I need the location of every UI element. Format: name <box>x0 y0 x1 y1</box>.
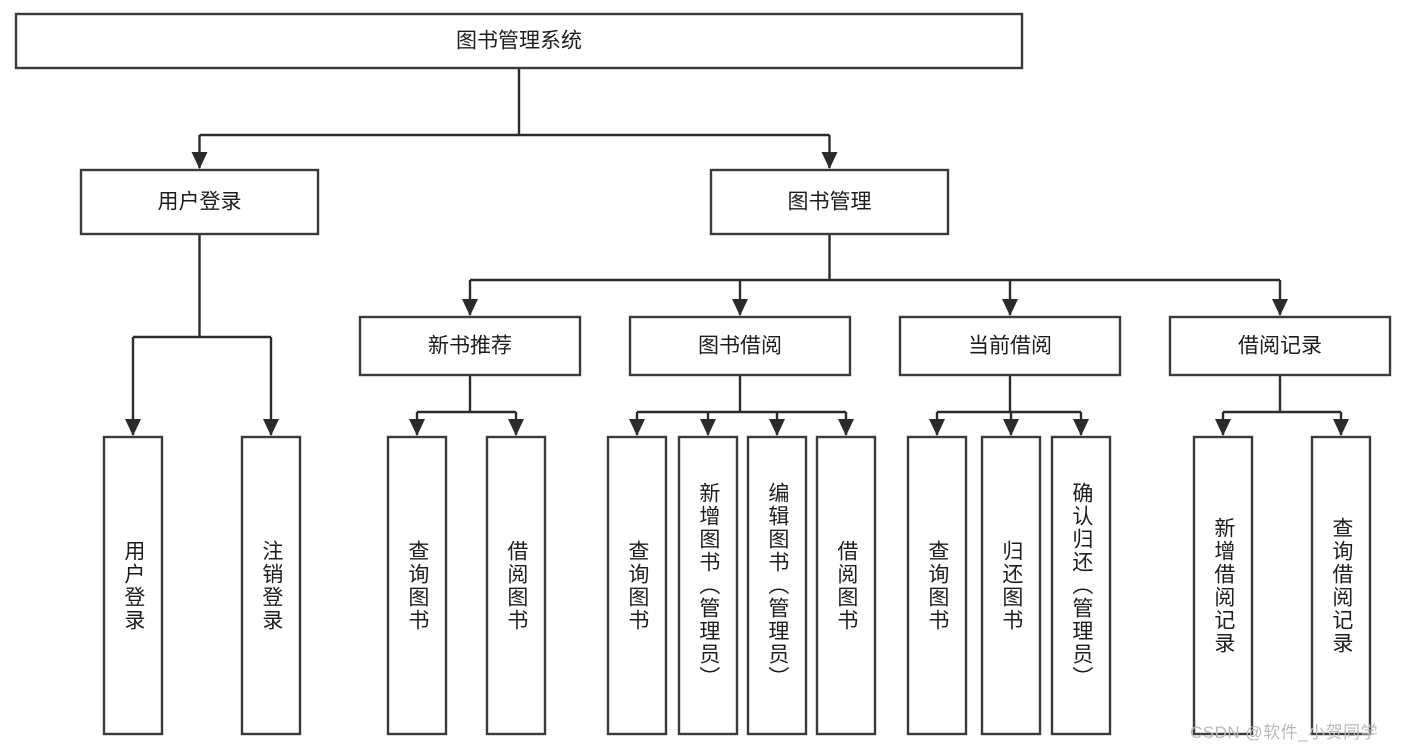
arrow-head-level3-1 <box>732 299 748 316</box>
arrow-head-leaf-2-1 <box>1003 419 1019 436</box>
leaf-box-11[interactable] <box>1192 435 1254 736</box>
leaf-box-8[interactable] <box>906 435 968 736</box>
level3-box-0[interactable] <box>358 315 582 377</box>
root-box-0[interactable] <box>14 12 1024 70</box>
leaf-box-6[interactable] <box>746 435 808 736</box>
arrow-head-leaf-1-0 <box>629 419 645 436</box>
level3-box-1[interactable] <box>628 315 852 377</box>
arrow-head-leaf-3-1 <box>1333 419 1349 436</box>
leaf-box-12[interactable] <box>1310 435 1372 736</box>
arrow-head-level3-3 <box>1272 299 1288 316</box>
level2-label-1: 图书管理 <box>788 191 872 214</box>
leaf-box-10[interactable] <box>1050 435 1112 736</box>
watermark-text: CSDN @软件_小贺同学 <box>1190 723 1379 742</box>
arrow-head-leaf-0-0 <box>409 419 425 436</box>
arrow-head-level2-0 <box>191 152 208 169</box>
leaf-box-1[interactable] <box>240 435 302 736</box>
level3-label-0: 新书推荐 <box>428 335 512 358</box>
arrow-head-leaf-3-0 <box>1215 419 1231 436</box>
arrow-head-leaf-1-2 <box>769 419 785 436</box>
leaf-box-9[interactable] <box>980 435 1042 736</box>
node-box-layer <box>14 12 1392 736</box>
leaf-box-7[interactable] <box>815 435 877 736</box>
arrow-head-level2-1 <box>821 152 838 169</box>
root-label-0: 图书管理系统 <box>456 30 582 53</box>
arrow-head-level3-0 <box>462 299 478 316</box>
level3-box-2[interactable] <box>898 315 1122 377</box>
leaf-box-4[interactable] <box>606 435 668 736</box>
arrow-head-leaf-1-3 <box>838 419 854 436</box>
arrow-head-login-leaf-0 <box>125 419 141 436</box>
connector-layer <box>125 68 1349 436</box>
leaf-box-2[interactable] <box>386 435 448 736</box>
leaf-box-3[interactable] <box>485 435 547 736</box>
level2-label-0: 用户登录 <box>158 191 242 214</box>
leaf-box-0[interactable] <box>102 435 164 736</box>
level3-label-1: 图书借阅 <box>698 335 782 358</box>
arrow-head-leaf-2-2 <box>1073 419 1089 436</box>
arrow-head-login-leaf-1 <box>263 419 279 436</box>
level2-box-0[interactable] <box>79 168 320 236</box>
level3-label-3: 借阅记录 <box>1238 335 1322 358</box>
arrow-head-leaf-1-1 <box>700 419 716 436</box>
level3-label-2: 当前借阅 <box>968 335 1052 358</box>
arrow-head-leaf-0-1 <box>508 419 524 436</box>
level3-box-3[interactable] <box>1168 315 1392 377</box>
arrow-head-leaf-2-0 <box>929 419 945 436</box>
leaf-box-5[interactable] <box>677 435 739 736</box>
arrow-head-level3-2 <box>1002 299 1018 316</box>
level2-box-1[interactable] <box>709 168 950 236</box>
